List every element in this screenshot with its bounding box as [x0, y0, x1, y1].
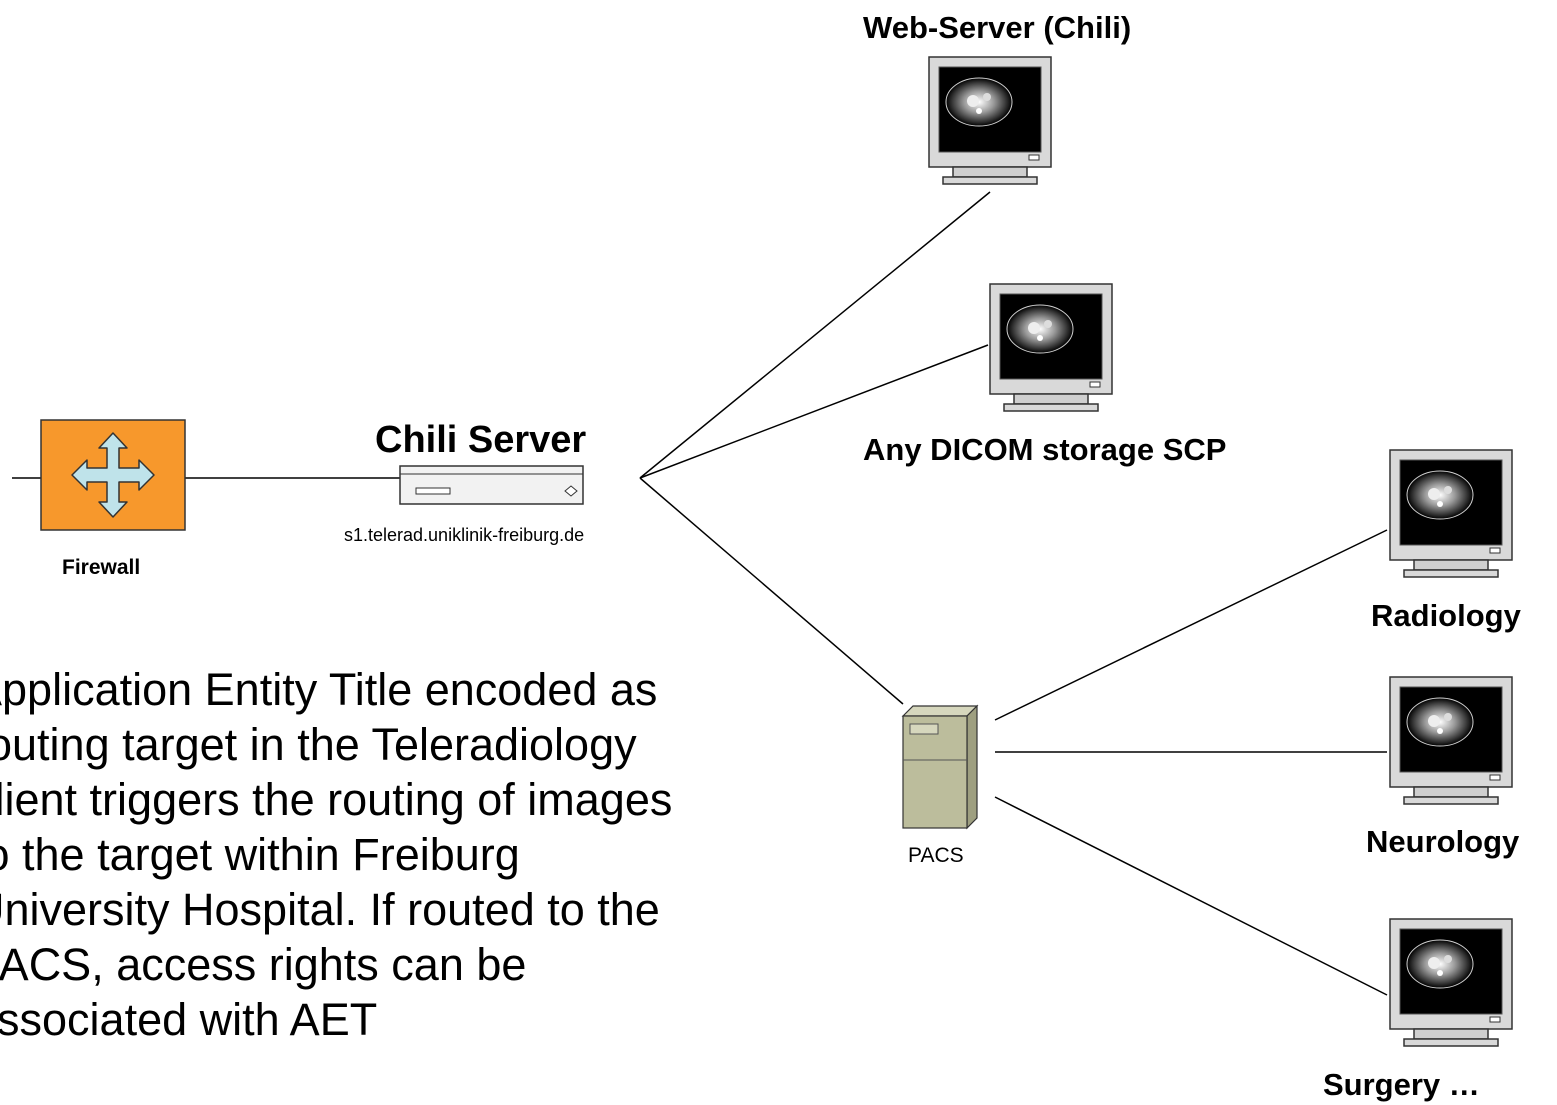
radiology-label: Radiology [1371, 598, 1521, 633]
link-pacs-radiology [994, 529, 1388, 721]
link-chili-pacs [639, 477, 904, 705]
link-pacs-surgery [994, 796, 1388, 996]
link-chili-web [639, 191, 991, 479]
pacs-label: PACS [908, 844, 964, 867]
neurology-label: Neurology [1366, 824, 1520, 859]
monitor-icon [989, 283, 1113, 412]
description-text: Application Entity Title encoded as rout… [0, 664, 673, 1045]
dicom-scp-label: Any DICOM storage SCP [863, 432, 1227, 467]
monitor-icon [928, 56, 1052, 185]
link-chili-scp [639, 344, 989, 479]
monitor-icon [1389, 676, 1513, 805]
server-icon [399, 465, 584, 505]
monitor-icon [1389, 449, 1513, 578]
chili-host-label: s1.telerad.uniklinik-freiburg.de [344, 525, 585, 545]
firewall-label: Firewall [62, 556, 141, 579]
firewall-icon [40, 419, 186, 531]
monitor-icon [1389, 918, 1513, 1047]
pacs-tower-icon [901, 704, 979, 830]
web-server-label: Web-Server (Chili) [863, 10, 1132, 45]
surgery-label: Surgery … [1323, 1067, 1480, 1102]
chili-server-label: Chili Server [375, 419, 587, 461]
